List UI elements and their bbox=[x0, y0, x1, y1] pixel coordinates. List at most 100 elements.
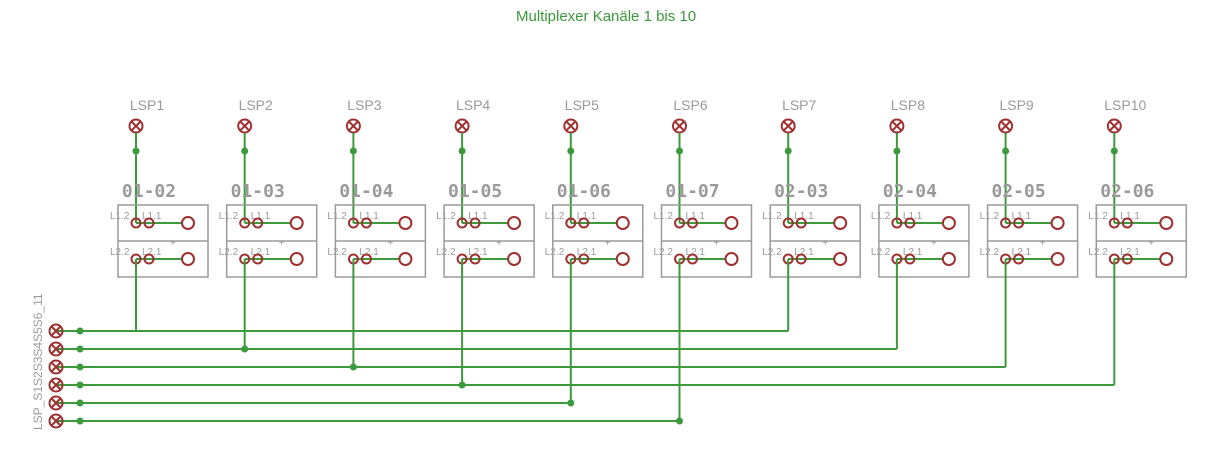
pin-label: L2.1 bbox=[1120, 247, 1140, 258]
wire-junction bbox=[1110, 147, 1118, 155]
relay-name: 02-05 bbox=[992, 181, 1046, 202]
contact-pin bbox=[252, 217, 264, 229]
pin-label: L1.1 bbox=[251, 211, 271, 222]
plus-sign: + bbox=[170, 238, 176, 249]
side-pad bbox=[48, 377, 64, 393]
pad-cross bbox=[348, 120, 359, 132]
pad-cross bbox=[50, 379, 62, 391]
contact-pin bbox=[1159, 252, 1174, 266]
side-pad bbox=[48, 395, 64, 411]
side-connector: LSP_S1S2S3S4S5S6_11 bbox=[31, 293, 64, 430]
speaker-pad bbox=[672, 118, 687, 134]
pin-label: L2.2 bbox=[871, 247, 891, 258]
bus-junction bbox=[567, 399, 575, 407]
contact-pin bbox=[941, 252, 956, 266]
contact-pin bbox=[674, 217, 685, 229]
plus-sign: + bbox=[714, 238, 720, 249]
pin-label: L2.1 bbox=[577, 247, 597, 258]
bus-junction bbox=[349, 363, 357, 371]
bus-wires bbox=[56, 327, 1115, 425]
pin-label: L1.1 bbox=[577, 211, 597, 222]
contact-pin bbox=[347, 217, 359, 229]
speaker-pad bbox=[128, 118, 144, 134]
pad-ring bbox=[1106, 118, 1122, 134]
pin-label: L1.2 bbox=[980, 211, 1000, 222]
speaker-label: LSP2 bbox=[239, 97, 273, 113]
contact-pin bbox=[615, 216, 630, 230]
contact-pin bbox=[181, 252, 195, 266]
contact-pin bbox=[941, 216, 956, 230]
pin-label: L1.1 bbox=[1120, 211, 1140, 222]
schematic-title: Multiplexer Kanäle 1 bis 10 bbox=[516, 8, 697, 25]
pad-ring bbox=[48, 377, 64, 393]
contact-pin bbox=[687, 253, 698, 265]
pin-label: L1.2 bbox=[327, 211, 347, 222]
pin-label: L2.1 bbox=[686, 247, 706, 258]
plus-sign: + bbox=[1040, 238, 1046, 249]
pin-label: L1.2 bbox=[219, 211, 239, 222]
contact-pin bbox=[1108, 217, 1120, 229]
speaker-pad bbox=[563, 118, 579, 134]
plus-sign: + bbox=[822, 238, 828, 249]
contact-pin bbox=[904, 253, 916, 265]
pin-label: L2.1 bbox=[903, 247, 923, 258]
side-pad bbox=[48, 323, 64, 339]
contact-pin bbox=[578, 253, 590, 265]
contact-pin bbox=[398, 216, 413, 230]
speaker-label: LSP3 bbox=[347, 97, 381, 113]
speaker-label: LSP10 bbox=[1104, 97, 1146, 113]
pin-label: L2.2 bbox=[327, 247, 347, 258]
speaker-label: LSP4 bbox=[456, 97, 490, 113]
speaker-label: LSP1 bbox=[130, 97, 164, 113]
pad-ring bbox=[889, 118, 905, 134]
pad-ring bbox=[48, 341, 64, 357]
speaker-label: LSP6 bbox=[673, 97, 707, 113]
contact-pin bbox=[1159, 216, 1174, 230]
pin-label: L1.1 bbox=[468, 211, 488, 222]
contact-pin bbox=[360, 253, 372, 265]
pad-ring bbox=[48, 413, 64, 429]
speaker-pad bbox=[345, 118, 361, 134]
contact-pin bbox=[795, 217, 807, 229]
pin-label: L2.2 bbox=[980, 247, 1000, 258]
pin-label: L2.2 bbox=[110, 247, 130, 258]
pad-cross bbox=[891, 120, 903, 132]
pin-label: L2.1 bbox=[142, 247, 162, 258]
pin-label: L2.2 bbox=[545, 247, 565, 258]
speaker-pad bbox=[454, 118, 470, 134]
speaker-pad bbox=[1106, 118, 1122, 134]
plus-sign: + bbox=[931, 238, 937, 249]
pin-label: L1.1 bbox=[359, 211, 379, 222]
pin-label: L1.1 bbox=[686, 211, 706, 222]
side-pad bbox=[48, 413, 64, 429]
contact-pin bbox=[507, 216, 522, 230]
relay-name: 01-02 bbox=[122, 181, 176, 202]
contact-pin bbox=[1000, 217, 1012, 229]
speaker-label: LSP9 bbox=[999, 97, 1033, 113]
pin-label: L2.1 bbox=[1012, 247, 1032, 258]
contact-pin bbox=[398, 252, 413, 266]
pad-ring bbox=[48, 323, 64, 339]
contact-pin bbox=[252, 253, 264, 265]
pin-label: L2.2 bbox=[762, 247, 782, 258]
pin-label: L1.2 bbox=[871, 211, 891, 222]
pin-label: L2.2 bbox=[436, 247, 456, 258]
pad-ring bbox=[237, 118, 253, 134]
contact-pin bbox=[1013, 253, 1025, 265]
speaker-label: LSP8 bbox=[891, 97, 925, 113]
pad-cross bbox=[674, 120, 685, 132]
pad-cross bbox=[782, 120, 794, 132]
contact-pin bbox=[615, 252, 630, 266]
speaker-pad bbox=[780, 118, 796, 134]
pin-label: L1.2 bbox=[110, 211, 130, 222]
pad-ring bbox=[672, 118, 687, 134]
plus-sign: + bbox=[496, 238, 502, 249]
pin-label: L2.2 bbox=[219, 247, 239, 258]
contact-pin bbox=[239, 217, 251, 229]
contact-pin bbox=[289, 252, 304, 266]
